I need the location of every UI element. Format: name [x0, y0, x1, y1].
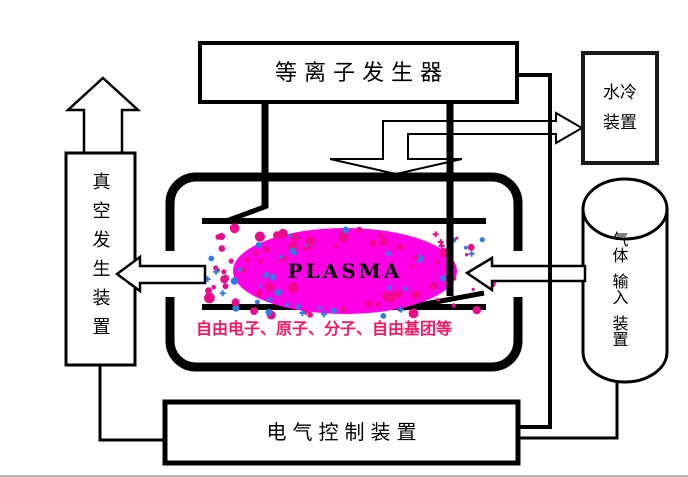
- water-cooling-label: 水冷 装置: [583, 53, 657, 163]
- bottom-plate-feed-diagonal: [397, 290, 485, 312]
- gas-inlet-arrow: [464, 255, 587, 293]
- vacuum-to-control-line: [98, 366, 166, 442]
- water-cooling-label-line2: 装置: [603, 113, 637, 132]
- gas-input-label: 气体 输入 装置: [583, 233, 668, 349]
- vacuum-device-label: 真空发生装置: [90, 172, 111, 346]
- gas-cylinder-top: [581, 177, 669, 241]
- gas-cylinder-body: [581, 209, 669, 384]
- water-cooling-label-line1: 水冷: [603, 83, 637, 103]
- plasma-generator-box: [198, 41, 519, 104]
- electric-control-label: 电气控制装置: [266, 421, 423, 444]
- gas-input-label-row3: 装置: [612, 316, 653, 349]
- top-plate-feed-diagonal: [228, 203, 268, 223]
- gas-input-label-row2: 输入: [612, 274, 653, 307]
- plasma-text: PLASMA: [287, 259, 403, 283]
- plasma-generator-label: 等离子发生器: [274, 59, 449, 85]
- cylinder-to-control-line: [519, 381, 619, 440]
- vacuum-device-box: [64, 151, 137, 367]
- chamber-caption: 自由电子、原子、分子、自由基团等: [196, 321, 453, 338]
- electric-control-box: [162, 399, 521, 466]
- vacuum-exhaust-up-arrow: [64, 76, 142, 159]
- heat-to-cooler-bent-arrow: [329, 111, 585, 176]
- gas-input-label-row1: 气体: [612, 232, 653, 265]
- water-cooling-box: [581, 51, 659, 165]
- to-vacuum-arrow: [114, 254, 207, 294]
- generator-to-control-line: [517, 73, 552, 429]
